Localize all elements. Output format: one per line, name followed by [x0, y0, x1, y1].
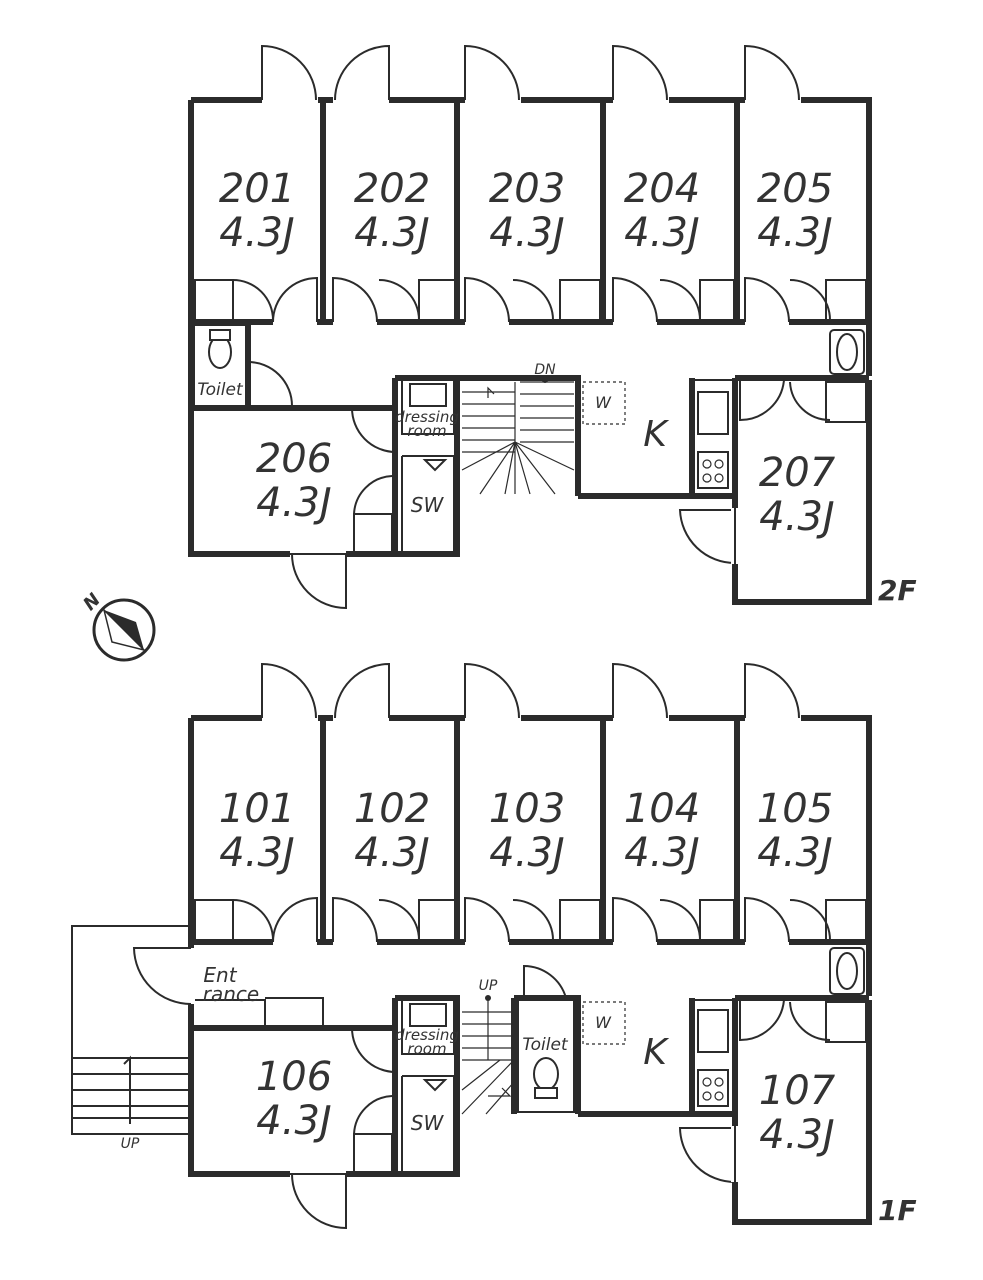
- closets-1f: [194, 899, 867, 941]
- room-105: 105: [757, 786, 833, 832]
- room-102-size: 4.3J: [354, 830, 429, 876]
- outside-stairs: [71, 925, 191, 1135]
- room-106: 106: [256, 1054, 332, 1100]
- room-106-size: 4.3J: [256, 1098, 331, 1144]
- room-207-size: 4.3J: [759, 494, 834, 540]
- room-104: 104: [624, 786, 700, 832]
- room-107-size: 4.3J: [759, 1112, 834, 1158]
- room-102: 102: [354, 786, 430, 832]
- room-label-1f: room: [407, 1040, 446, 1058]
- room-105-size: 4.3J: [757, 830, 832, 876]
- toilet-fixture-1f: [533, 1057, 559, 1091]
- room-201: 201: [219, 166, 295, 212]
- entry-doors-1f: [261, 662, 800, 719]
- entry-doors-2f: [261, 44, 800, 101]
- stairs-label-1f: UP: [479, 978, 498, 994]
- dressing-label-2f: dressing: [395, 408, 459, 426]
- dressing-label-1f: dressing: [395, 1026, 459, 1044]
- stairs-2f: [461, 381, 575, 495]
- room-206-size: 4.3J: [256, 480, 331, 526]
- room-dividers-1f: [191, 718, 869, 945]
- entrance-label-bottom: rance: [203, 982, 259, 1006]
- room-205: 205: [757, 166, 833, 212]
- room-101-size: 4.3J: [219, 830, 294, 876]
- sw-label-2f: SW: [411, 493, 445, 517]
- room-202: 202: [354, 166, 430, 212]
- washer-label-1f: W: [595, 1013, 612, 1032]
- room-205-size: 4.3J: [757, 210, 832, 256]
- floor-label-1f: 1F: [878, 1194, 917, 1227]
- room-202-size: 4.3J: [354, 210, 429, 256]
- room-104-size: 4.3J: [624, 830, 699, 876]
- room-207: 207: [759, 450, 836, 496]
- room-203-size: 4.3J: [489, 210, 564, 256]
- floor-1f: 101 4.3J 102 4.3J 103 4.3J 104 4.3J 105 …: [71, 662, 917, 1230]
- kitchen-counter-1f: [691, 999, 735, 1113]
- floor-2f: 201 4.3J 202 4.3J 203 4.3J 204 4.3J 205 …: [188, 44, 917, 610]
- toilet-label-2f: Toilet: [197, 380, 244, 400]
- room-204: 204: [624, 166, 700, 212]
- washer-label-2f: W: [595, 393, 612, 412]
- closets-2f: [194, 279, 867, 321]
- room-103-size: 4.3J: [489, 830, 564, 876]
- toilet-label-1f: Toilet: [522, 1035, 569, 1055]
- kitchen-label-1f: K: [643, 1032, 669, 1073]
- entrance-label-top: Ent: [203, 963, 237, 987]
- kitchen-label-2f: K: [643, 414, 669, 455]
- room-107: 107: [759, 1068, 836, 1114]
- room-dividers-2f: [191, 100, 869, 325]
- room-101: 101: [219, 786, 295, 832]
- stairs-1f: [461, 1000, 515, 1115]
- room-103: 103: [489, 786, 565, 832]
- room-label-2f: room: [407, 422, 446, 440]
- room-203: 203: [489, 166, 565, 212]
- room-201-size: 4.3J: [219, 210, 294, 256]
- washer-space-2f: [582, 381, 626, 425]
- outside-stairs-label: UP: [121, 1136, 140, 1152]
- floor-label-2f: 2F: [878, 574, 917, 607]
- sw-label-1f: SW: [411, 1111, 445, 1135]
- room-206: 206: [256, 436, 332, 482]
- stairs-label-2f: DN: [534, 362, 556, 378]
- kitchen-counter-2f: [691, 379, 735, 495]
- compass: N: [79, 589, 156, 662]
- room-204-size: 4.3J: [624, 210, 699, 256]
- washer-space-1f: [582, 1001, 626, 1045]
